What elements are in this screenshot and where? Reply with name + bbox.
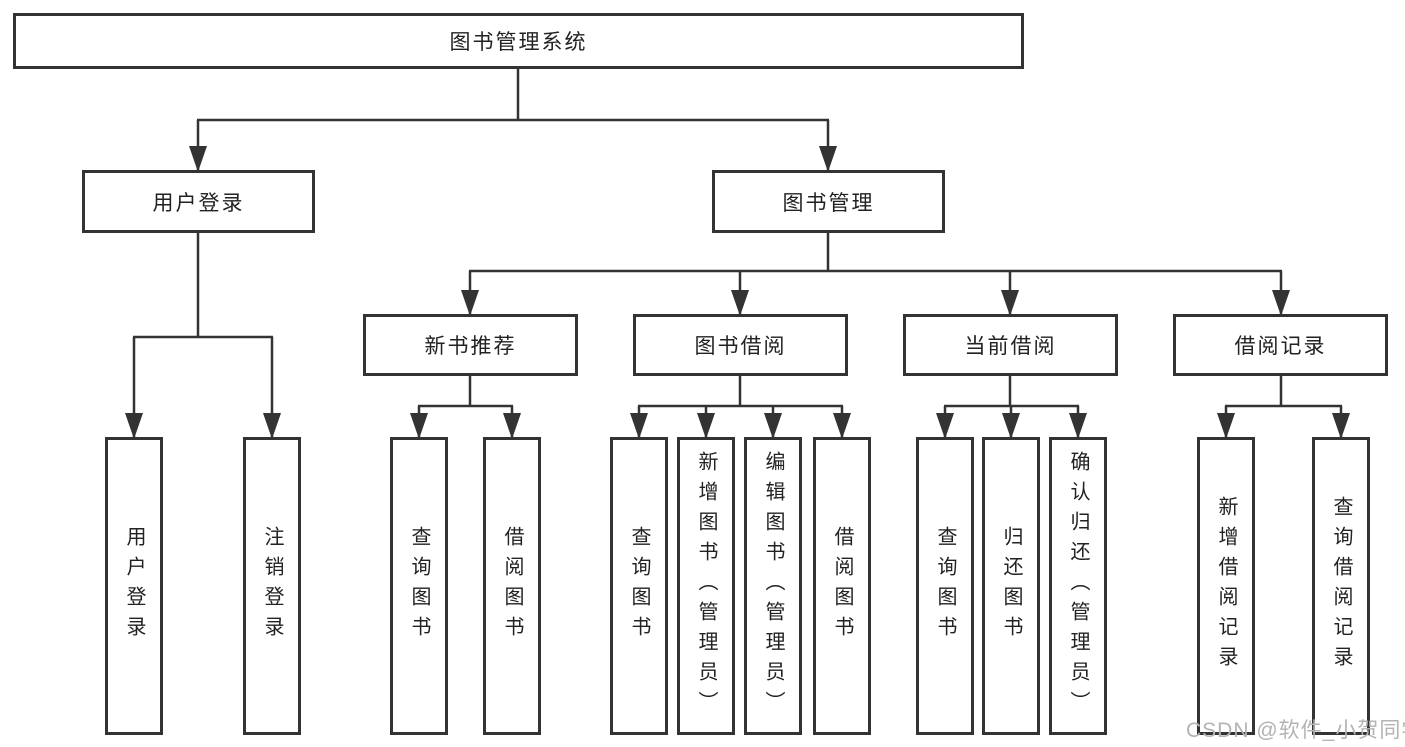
node-book-borrowing: 图书借阅	[633, 314, 848, 376]
node-user-login-label: 用户登录	[152, 191, 245, 215]
node-borrowing-records-label: 借阅记录	[1234, 335, 1327, 358]
node-root-system-label: 图书管理系统	[449, 31, 588, 54]
leaf-query-book-borrowing: 查询图书	[610, 437, 668, 735]
leaf-return-book: 归还图书	[982, 437, 1040, 735]
leaf-borrow-book-borrowing-label: 借阅图书	[831, 526, 853, 646]
node-root-system: 图书管理系统	[13, 13, 1024, 69]
leaf-query-book-recommend: 查询图书	[390, 437, 448, 735]
leaf-borrow-book-recommend-label: 借阅图书	[501, 526, 523, 646]
leaf-query-borrow-record: 查询借阅记录	[1312, 437, 1370, 735]
node-current-borrowing: 当前借阅	[903, 314, 1118, 376]
csdn-watermark: CSDN @软件_小贺同学	[1186, 719, 1405, 742]
leaf-add-book-admin: 新增图书（管理员）	[677, 437, 735, 735]
node-new-book-recommendation-label: 新书推荐	[424, 335, 517, 358]
leaf-logout-label: 注销登录	[261, 526, 283, 646]
leaf-edit-book-admin: 编辑图书（管理员）	[744, 437, 802, 735]
leaf-query-book-recommend-label: 查询图书	[408, 526, 430, 646]
leaf-borrow-book-borrowing: 借阅图书	[813, 437, 871, 735]
leaf-query-book-current: 查询图书	[916, 437, 974, 735]
leaf-edit-book-admin-label: 编辑图书（管理员）	[762, 451, 784, 721]
node-user-login: 用户登录	[82, 170, 315, 233]
node-new-book-recommendation: 新书推荐	[363, 314, 578, 376]
leaf-return-book-label: 归还图书	[1000, 526, 1022, 646]
leaf-add-book-admin-label: 新增图书（管理员）	[695, 451, 717, 721]
leaf-user-login: 用户登录	[105, 437, 163, 735]
leaf-borrow-book-recommend: 借阅图书	[483, 437, 541, 735]
node-current-borrowing-label: 当前借阅	[964, 335, 1057, 358]
leaf-confirm-return-admin-label: 确认归还（管理员）	[1067, 451, 1089, 721]
node-book-borrowing-label: 图书借阅	[694, 335, 787, 358]
leaf-add-borrow-record: 新增借阅记录	[1197, 437, 1255, 735]
leaf-user-login-label: 用户登录	[123, 526, 145, 646]
leaf-query-book-current-label: 查询图书	[934, 526, 956, 646]
leaf-logout: 注销登录	[243, 437, 301, 735]
leaf-add-borrow-record-label: 新增借阅记录	[1215, 496, 1237, 676]
node-borrowing-records: 借阅记录	[1173, 314, 1388, 376]
node-book-management-label: 图书管理	[782, 191, 875, 215]
node-book-management: 图书管理	[712, 170, 945, 233]
leaf-query-book-borrowing-label: 查询图书	[628, 526, 650, 646]
leaf-query-borrow-record-label: 查询借阅记录	[1330, 496, 1352, 676]
leaf-confirm-return-admin: 确认归还（管理员）	[1049, 437, 1107, 735]
